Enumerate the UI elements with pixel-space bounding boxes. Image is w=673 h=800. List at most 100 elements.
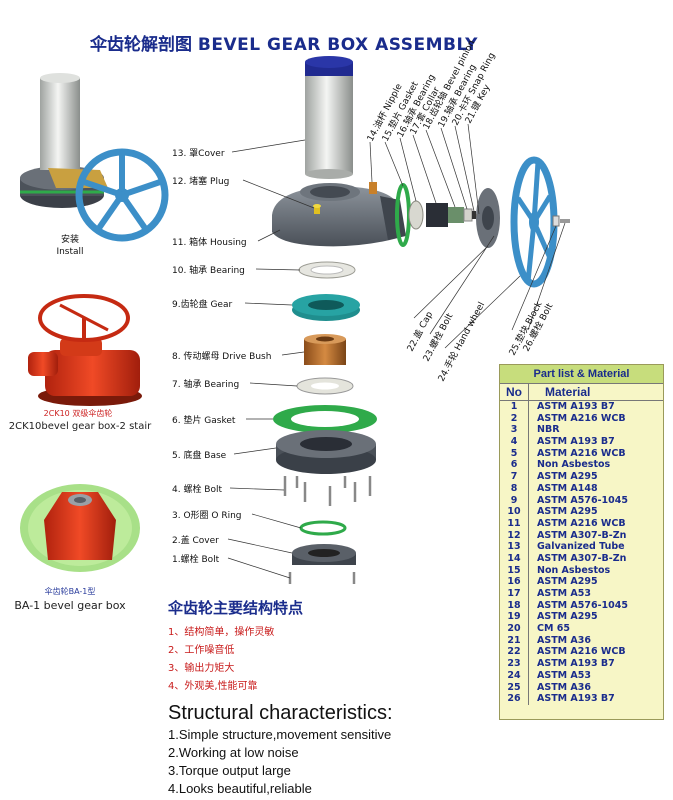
row-no: 6	[500, 459, 529, 472]
label-part-5: 5. 底盘 Base	[172, 449, 227, 461]
table-row: 16 ASTM A295	[500, 576, 663, 588]
row-no: 10	[500, 506, 529, 518]
label-part-13: 13. 罩Cover	[172, 148, 225, 159]
row-material: ASTM A295	[537, 576, 598, 588]
part-22-cap	[476, 188, 500, 248]
row-material: ASTM A193 B7	[537, 401, 615, 412]
part-12-plug	[313, 204, 321, 214]
ck10-caption-cn: 2CK10 双级伞齿轮	[44, 408, 113, 418]
left-part-labels: 13. 罩Cover 12. 堵塞 Plug 11. 箱体 Housing 10…	[172, 148, 271, 565]
ba1-caption-en: BA-1 bevel gear box	[14, 599, 126, 612]
ck10-gearbox-image	[28, 294, 142, 406]
label-part-10: 10. 轴承 Bearing	[172, 264, 245, 276]
part-18-pinion	[448, 207, 464, 223]
row-no: 11	[500, 517, 529, 530]
label-part-24: 24.手轮 Hand wheel	[435, 300, 487, 384]
row-no: 5	[500, 447, 529, 460]
feature-en-3: 3.Torque output large	[168, 763, 291, 778]
title-en: BEVEL GEAR BOX ASSEMBLY	[197, 35, 478, 55]
row-no: 9	[500, 494, 529, 507]
table-row: 5 ASTM A216 WCB	[500, 447, 663, 460]
row-no: 25	[500, 681, 529, 694]
ba1-caption-cn: 伞齿轮BA-1型	[45, 586, 96, 596]
table-title: Part list & Material	[500, 365, 663, 383]
row-material: ASTM A307-B-Zn	[537, 529, 627, 541]
table-row: 23 ASTM A193 B7	[500, 658, 663, 670]
row-no: 15	[500, 564, 529, 577]
col-no: No	[500, 384, 529, 400]
part-4-bolts	[283, 476, 372, 506]
part-19-bearing	[463, 208, 473, 222]
table-row: 20 CM 65	[500, 623, 663, 635]
table-row: 7 ASTM A295	[500, 471, 663, 483]
row-no: 18	[500, 599, 529, 612]
row-no: 8	[500, 482, 529, 495]
label-part-2: 2.盖 Cover	[172, 534, 219, 546]
row-no: 19	[500, 611, 529, 624]
row-material: ASTM A53	[537, 588, 592, 599]
row-material: ASTM A576-1045	[537, 494, 629, 506]
row-material: ASTM A216 WCB	[537, 412, 626, 424]
part-2-cover	[292, 544, 356, 565]
row-no: 20	[500, 623, 529, 635]
col-material: Material	[545, 385, 591, 399]
table-header-row: No Material	[500, 383, 663, 401]
label-part-11: 11. 箱体 Housing	[172, 236, 247, 248]
table-row: 15 Non Asbestos	[500, 564, 663, 577]
row-material: ASTM A193 B7	[537, 658, 615, 670]
row-no: 14	[500, 552, 529, 565]
row-material: ASTM A295	[537, 506, 598, 518]
part-20-snap-ring	[472, 211, 476, 219]
label-part-1: 1.螺栓 Bolt	[172, 553, 220, 565]
row-material: NBR	[537, 424, 560, 436]
row-no: 16	[500, 576, 529, 588]
feature-en-2: 2.Working at low noise	[168, 745, 299, 760]
part-3-o-ring	[299, 520, 347, 536]
row-material: ASTM A216 WCB	[537, 447, 626, 459]
part-8-drive-bush	[304, 334, 346, 365]
title-cn: 伞齿轮解剖图	[90, 35, 192, 55]
ck10-caption-en: 2CK10bevel gear box-2 stair	[9, 421, 152, 432]
row-material: Galvanized Tube	[537, 541, 625, 553]
part-1-bolts	[288, 572, 356, 584]
row-material: ASTM A216 WCB	[537, 517, 626, 529]
part-25-block	[552, 215, 560, 227]
label-part-9: 9.齿轮盘 Gear	[172, 298, 232, 310]
row-no: 23	[500, 658, 529, 670]
part-26-bolt	[560, 219, 570, 223]
ba1-gearbox-image	[20, 484, 140, 572]
table-row: 11 ASTM A216 WCB	[500, 517, 663, 530]
row-material: CM 65	[537, 623, 570, 635]
row-no: 7	[500, 471, 529, 483]
feature-cn-4: 4、外观美,性能可靠	[168, 681, 258, 692]
table-row: 10 ASTM A295	[500, 506, 663, 518]
row-material: ASTM A295	[537, 471, 598, 483]
features-title-cn: 伞齿轮主要结构特点	[168, 599, 304, 617]
table-row: 9 ASTM A576-1045	[500, 494, 663, 507]
table-row: 13 Galvanized Tube	[500, 541, 663, 553]
label-part-12: 12. 堵塞 Plug	[172, 175, 229, 187]
install-image	[20, 73, 169, 242]
row-material: ASTM A193 B7	[537, 693, 615, 705]
feature-en-1: 1.Simple structure,movement sensitive	[168, 727, 392, 742]
row-no: 13	[500, 541, 529, 553]
row-material: Non Asbestos	[537, 564, 611, 576]
part-10-bearing	[298, 261, 356, 279]
page-title: 伞齿轮解剖图 BEVEL GEAR BOX ASSEMBLY	[90, 30, 478, 55]
row-no: 4	[500, 436, 529, 448]
part-16-bearing	[408, 200, 424, 230]
